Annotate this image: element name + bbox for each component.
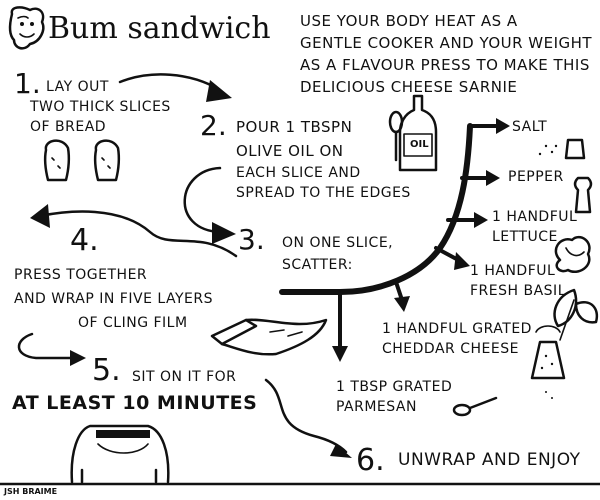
step-number: 6. [356,443,385,478]
oil-bottle-icon [398,94,438,172]
sitting-person-icon [70,424,170,484]
arrow-3-to-4 [38,210,238,258]
ingredient-lettuce: 1 HANDFUL [492,209,578,225]
basil-icon [553,288,599,341]
oil-label: OIL [410,139,429,150]
lettuce-icon [554,235,591,273]
artist-signature: JSH BRAIME [4,487,58,496]
step-number: 3. [238,223,265,256]
step-number: 1. [14,67,41,100]
ingredient-parmesan: 1 TBSP GRATED [336,379,453,395]
step-number: 2. [200,109,227,142]
page-title: Bum sandwich [48,11,271,46]
bread-slice-icon [93,139,121,182]
cartoon-face-icon [8,6,45,50]
spoon-icon [388,110,404,162]
step-number: 5. [92,353,121,388]
arrow-2-to-3 [183,166,222,234]
salt-shaker-icon [538,138,586,160]
ingredient-pepper: PEPPER [508,169,564,185]
ingredient-cheddar: 1 HANDFUL GRATED [382,321,532,337]
arrow-5-to-6 [264,378,348,454]
arrow-1-to-2 [118,73,222,92]
arrow-4-to-5 [17,332,76,360]
cheese-grater-icon [530,325,566,399]
ingredient-basil: 1 HANDFUL [470,263,556,279]
bread-slice-icon [43,139,71,182]
cling-film-icon [210,318,328,356]
tablespoon-icon [452,396,498,417]
pepper-mill-icon [573,176,593,214]
ingredient-salt: SALT [512,119,548,135]
step-number: 4. [70,223,99,258]
ingredient-branch-diagram [279,118,510,362]
